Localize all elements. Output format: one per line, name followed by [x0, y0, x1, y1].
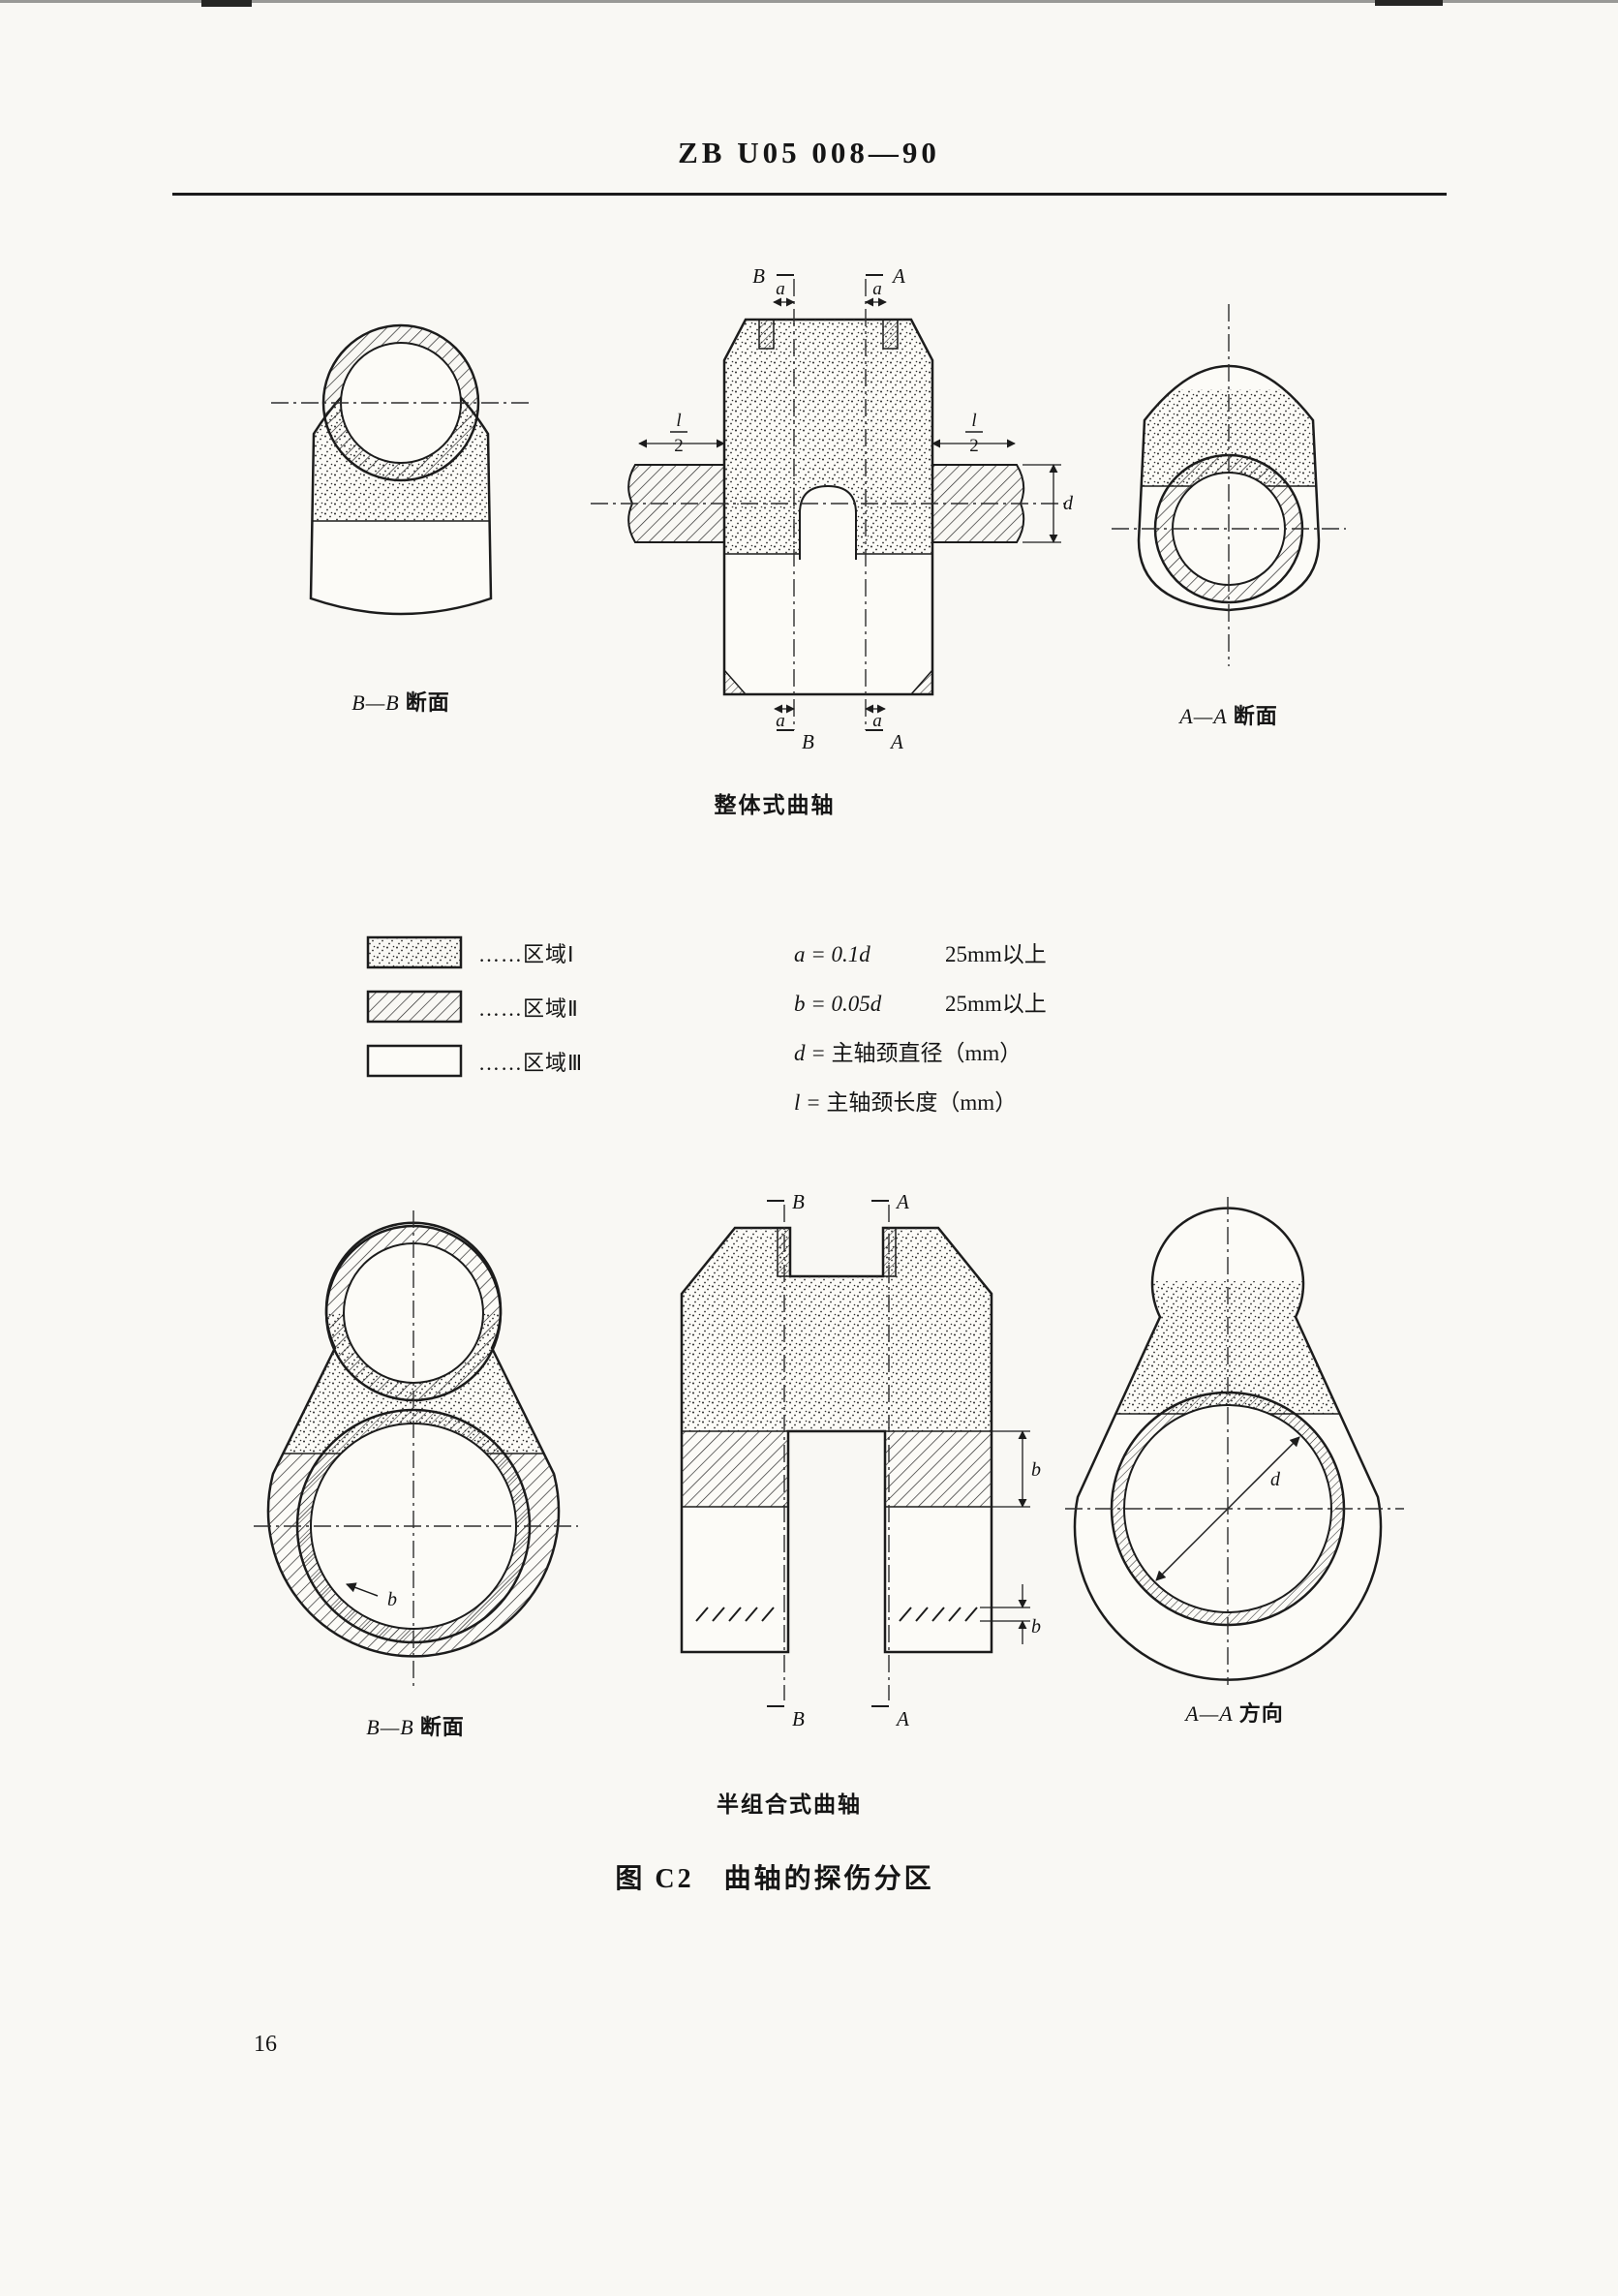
dim-label-l: l	[676, 411, 681, 431]
caption-math: B—B	[366, 1715, 414, 1739]
integral-aa-section-drawing	[1112, 304, 1346, 666]
dim-label-2: 2	[674, 436, 684, 456]
page-number: 16	[254, 2032, 277, 2057]
zone1-swatch	[366, 935, 463, 969]
dim-label-a: a	[776, 279, 785, 299]
semi-bb-section-drawing: b	[254, 1210, 578, 1691]
legend-formulas: a = 0.1d 25mm以上 b = 0.05d 25mm以上 d = 主轴颈直径…	[794, 930, 1047, 1127]
chamfer-hatch-left	[758, 319, 775, 350]
dim-label-d: d	[1063, 493, 1074, 514]
semi-crankshaft-caption: 半组合式曲轴	[717, 1792, 862, 1817]
zone3-label: ……区域Ⅲ	[478, 1051, 584, 1075]
dim-label-d: d	[1270, 1469, 1281, 1490]
section-label-A-bottom: A	[889, 730, 903, 753]
section-label-A-bottom: A	[895, 1707, 909, 1730]
formula-b-note: 25mm以上	[945, 992, 1047, 1016]
formula-l-var: l =	[794, 1090, 827, 1115]
caption-math: A—A	[1179, 704, 1228, 728]
dim-label-b: b	[1031, 1459, 1041, 1481]
dim-label-a: a	[872, 711, 882, 731]
dim-label-a: a	[776, 711, 785, 731]
zone3-swatch	[366, 1044, 463, 1078]
caption-text: 方向	[1238, 1701, 1284, 1726]
scan-top-edge	[0, 0, 1618, 3]
right-journal-hatched	[931, 464, 1025, 543]
zone2-label: ……区域Ⅱ	[478, 996, 579, 1021]
formula-d-var: d =	[794, 1041, 832, 1065]
formula-l-text: 主轴颈长度（mm）	[826, 1090, 1018, 1115]
bottom-chamfer-left	[723, 668, 748, 695]
formula-a: a = 0.1d 25mm以上	[794, 930, 1047, 979]
integral-crankshaft-front-view: B A B A a a a a l 2 l 2 d	[591, 264, 1074, 753]
figure-caption: 图 C2 曲轴的探伤分区	[615, 1864, 934, 1894]
legend-row-zone3: ……区域Ⅲ	[366, 1034, 583, 1088]
formula-d-text: 主轴颈直径（mm）	[831, 1041, 1023, 1065]
zone-fills	[682, 1228, 992, 1508]
section-label-A-top: A	[891, 264, 905, 288]
section-label-A-top: A	[895, 1190, 909, 1213]
caption-text: 断面	[405, 690, 450, 715]
section-label-B-bottom: B	[792, 1707, 805, 1730]
dim-label-l: l	[971, 411, 976, 431]
legend-row-zone1: ……区域Ⅰ	[366, 926, 583, 980]
formula-b-var: b = 0.05d	[794, 992, 882, 1016]
scan-corner-mark	[1375, 0, 1443, 6]
caption-math: A—A	[1185, 1701, 1234, 1726]
caption-math: B—B	[351, 690, 400, 715]
zone-legend: ……区域Ⅰ ……区域Ⅱ ……区域Ⅲ	[366, 926, 583, 1088]
dim-label-2: 2	[969, 436, 979, 456]
formula-b: b = 0.05d 25mm以上	[794, 979, 1047, 1028]
dim-label-b: b	[1031, 1616, 1041, 1638]
fit-marks-right-leg	[899, 1607, 978, 1622]
section-label-B-top: B	[792, 1190, 805, 1213]
section-label-B-bottom: B	[802, 730, 814, 753]
formula-a-var: a = 0.1d	[794, 942, 870, 966]
formula-a-note: 25mm以上	[945, 942, 1047, 966]
left-journal-hatched	[627, 464, 725, 543]
crankpin-tongue	[799, 484, 857, 560]
legend-row-zone2: ……区域Ⅱ	[366, 980, 583, 1034]
scan-corner-mark	[201, 0, 252, 7]
bottom-chamfer-right	[909, 668, 933, 695]
header-rule	[172, 193, 1447, 196]
standard-number-header: ZB U05 008—90	[678, 136, 940, 169]
integral-bb-section-drawing	[271, 323, 531, 616]
zone2-swatch	[366, 990, 463, 1024]
caption-text: 断面	[419, 1715, 465, 1739]
dim-label-a: a	[872, 279, 882, 299]
semi-aa-direction-drawing: d	[1065, 1197, 1404, 1685]
zone1-label: ……区域Ⅰ	[478, 942, 575, 966]
caption-text: 断面	[1233, 704, 1278, 728]
fit-marks-left-leg	[695, 1607, 775, 1622]
integral-crankshaft-caption: 整体式曲轴	[714, 793, 836, 817]
formula-d: d = 主轴颈直径（mm）	[794, 1028, 1047, 1078]
formula-l: l = 主轴颈长度（mm）	[794, 1078, 1047, 1127]
chamfer-hatch-right	[882, 319, 899, 350]
dim-label-b: b	[387, 1589, 397, 1610]
section-label-B-top: B	[752, 264, 765, 288]
semi-crankshaft-front-view: B A B A b b	[680, 1190, 1041, 1730]
dim-leader-b	[346, 1582, 379, 1597]
